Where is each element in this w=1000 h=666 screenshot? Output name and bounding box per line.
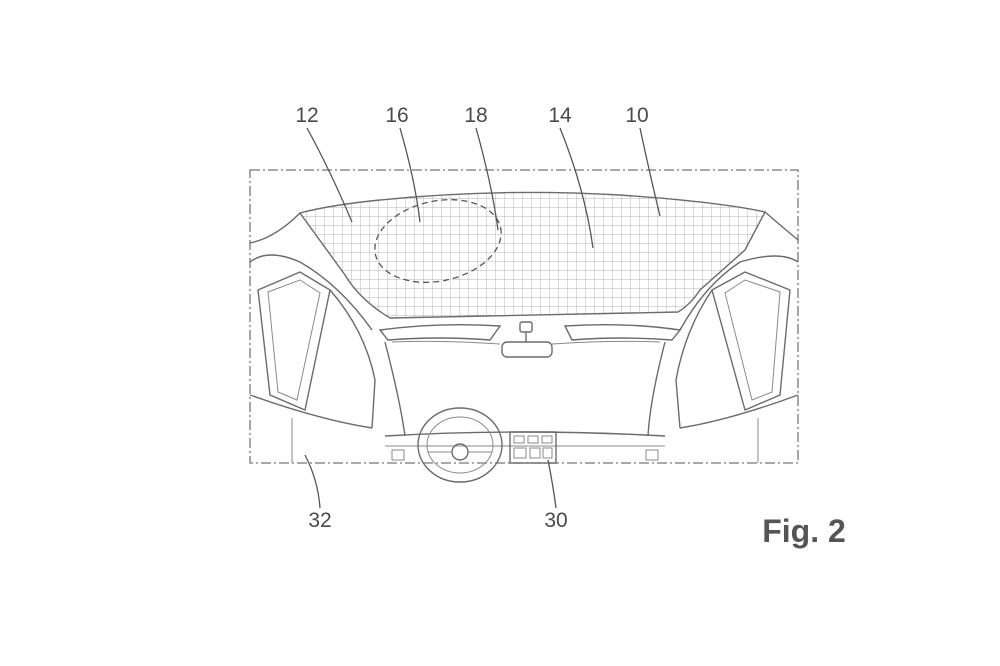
center-console — [509, 431, 557, 464]
label-roof: 10 — [625, 104, 648, 127]
steering-wheel — [417, 407, 503, 483]
figure-frame — [249, 169, 799, 464]
right-pillar — [675, 271, 799, 463]
zone-outline — [374, 199, 502, 283]
roof-panel — [298, 191, 767, 319]
label-zone-grid: 18 — [464, 104, 487, 127]
label-console: 30 — [544, 509, 567, 532]
label-panel-grid: 14 — [548, 104, 572, 127]
sun-visors — [378, 323, 682, 341]
label-cabin-side: 32 — [308, 509, 331, 532]
label-roof-panel: 12 — [295, 104, 318, 127]
left-pillar — [249, 271, 376, 463]
figure-caption: Fig. 2 — [762, 513, 846, 549]
windshield — [384, 340, 666, 437]
leader-lines — [304, 127, 661, 509]
rearview-mirror — [501, 321, 553, 358]
headliner — [249, 211, 799, 331]
label-zone-outline: 16 — [385, 104, 408, 127]
